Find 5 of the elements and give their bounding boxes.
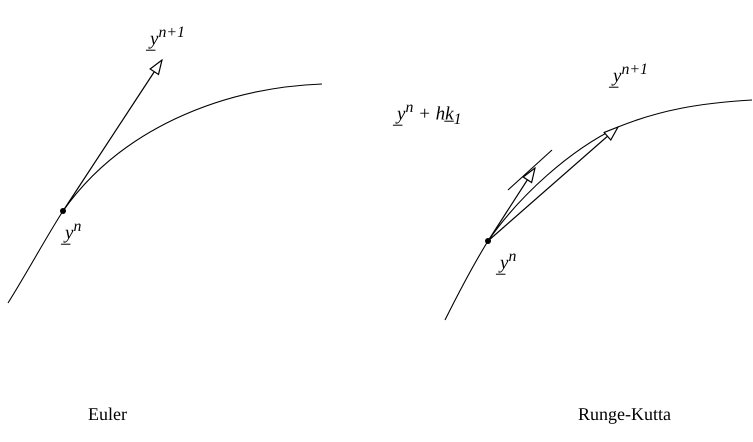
arrow bbox=[488, 126, 619, 242]
method-caption: Euler bbox=[88, 404, 127, 425]
arrow bbox=[62, 59, 163, 212]
method-caption: Runge-Kutta bbox=[578, 404, 671, 425]
arrow bbox=[488, 167, 536, 242]
